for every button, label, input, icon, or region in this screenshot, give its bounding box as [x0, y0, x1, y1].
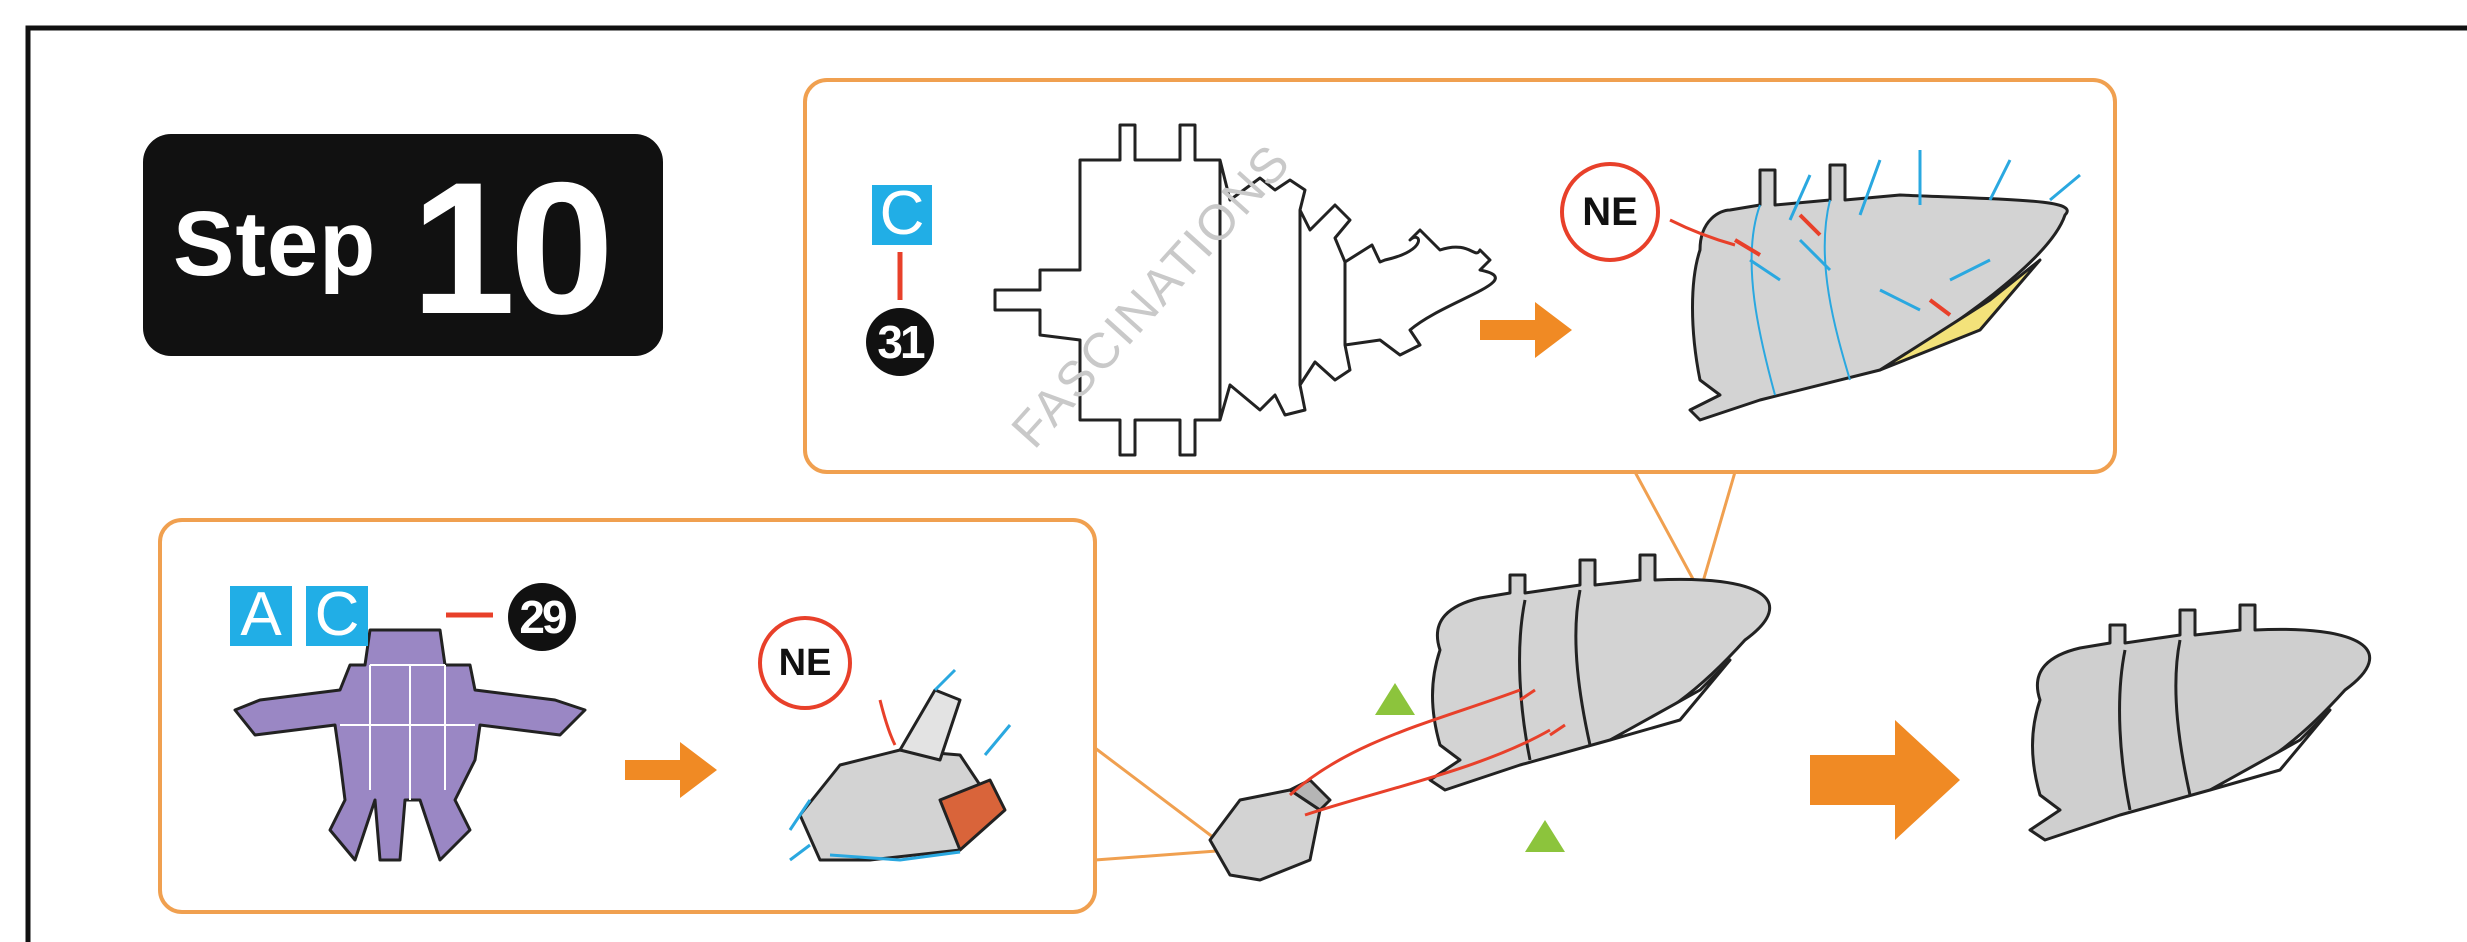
part-letter-c: C: [872, 185, 932, 245]
step-badge: Step 10: [143, 134, 663, 356]
part-letter-c-bottom: C: [306, 586, 368, 646]
sheet-number-31: 31: [866, 308, 934, 376]
green-marker-upper: [1375, 683, 1415, 715]
step-label: Step: [173, 192, 376, 297]
fold-code-ne-bottom: NE: [758, 616, 852, 710]
part-letter-a: A: [230, 586, 292, 646]
step-number: 10: [411, 140, 608, 356]
bottom-callout-leader: [1095, 748, 1230, 860]
fold-code-ne-top: NE: [1560, 162, 1660, 262]
result-arrow: [1810, 720, 1960, 840]
main-assembly-part: [1430, 555, 1770, 790]
finished-nose-part: [2030, 605, 2370, 840]
small-box-assembly: [1210, 780, 1330, 880]
green-marker-lower: [1525, 820, 1565, 852]
sheet-number-29: 29: [508, 583, 576, 651]
